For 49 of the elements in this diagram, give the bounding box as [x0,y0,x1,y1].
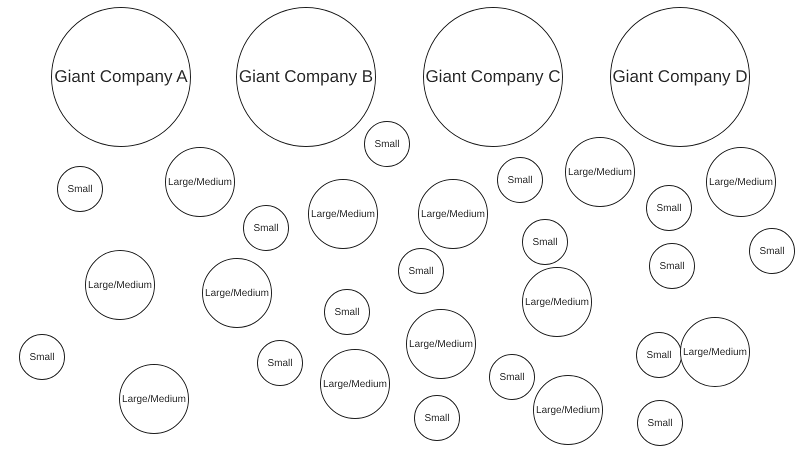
company-label: Large/Medium [323,378,387,390]
company-label: Large/Medium [88,280,152,290]
company-circle [398,248,444,294]
company-label: Small [647,418,672,428]
company-label: Large/Medium [536,404,600,416]
company-circle [19,334,65,380]
company-label: Small [656,202,682,214]
company-label: Giant Company B [238,67,374,87]
company-label: Large/Medium [122,394,186,404]
company-circle [646,185,692,231]
company-circle [749,228,795,274]
company-label: Small [67,184,92,194]
company-circle [57,166,103,212]
company-label: Small [408,266,434,276]
company-label: Small [759,246,784,256]
company-circle [364,121,410,167]
company-label: Large/Medium [421,208,485,220]
company-circle [522,219,568,265]
company-label: Small [499,372,524,382]
company-circle [243,205,289,251]
company-label: Small [374,138,400,150]
company-label: Large/Medium [168,176,232,188]
company-circle [636,332,682,378]
company-circle [489,354,535,400]
company-label: Large/Medium [409,338,473,350]
company-label: Large/Medium [525,296,589,308]
company-label: Small [532,236,558,248]
company-circle [324,289,370,335]
company-circle [497,157,543,203]
company-label: Large/Medium [568,166,632,178]
company-label: Small [29,352,54,362]
company-label: Large/Medium [709,176,773,188]
company-label: Large/Medium [683,346,747,358]
company-circle [649,243,695,289]
company-circle [257,340,303,386]
company-label: Large/Medium [311,208,375,220]
company-circle [414,395,460,441]
company-label: Giant Company D [612,67,748,87]
company-label: Small [267,358,292,368]
company-label: Large/Medium [205,288,269,298]
company-label: Small [659,260,684,272]
company-label: Giant Company C [425,67,561,87]
company-label: Small [646,350,672,360]
company-label: Small [424,412,450,424]
company-label: Small [253,222,278,234]
company-circle [637,400,683,446]
company-label: Small [507,174,532,186]
company-label: Small [334,306,360,318]
company-label: Giant Company A [54,67,188,87]
